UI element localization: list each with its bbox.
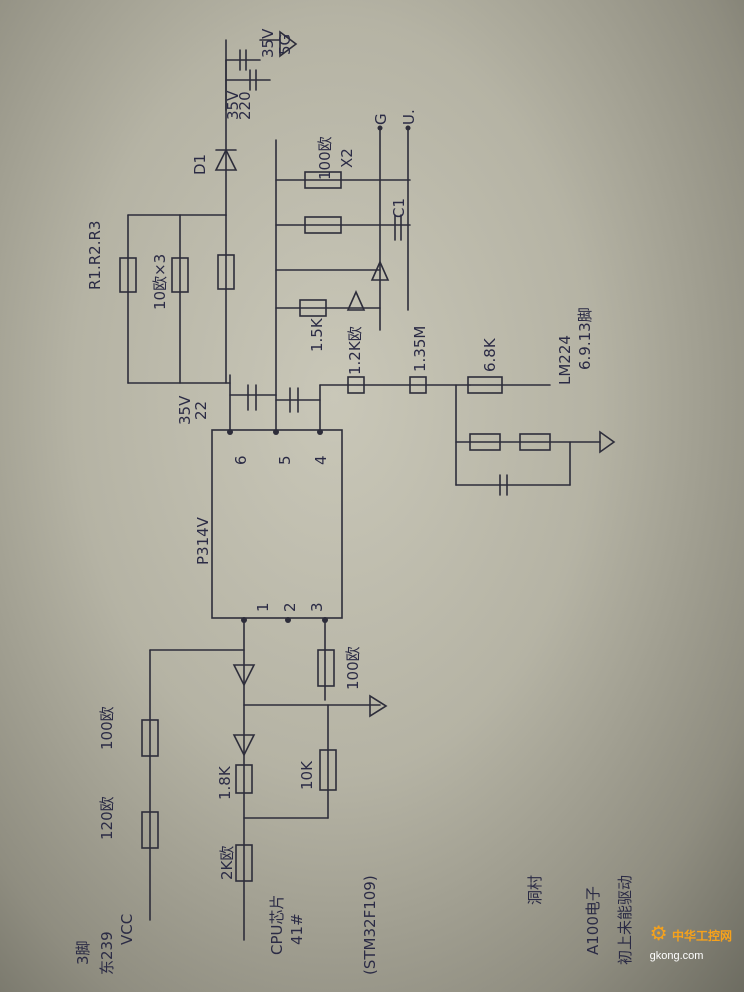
r-135m-label: 1.35M bbox=[411, 326, 429, 372]
r-10k-label: 10K bbox=[298, 760, 316, 790]
r-120-label: 120欧 bbox=[98, 796, 116, 840]
watermark-cn: 中华工控网 bbox=[671, 929, 732, 943]
pin3-label: 3 bbox=[308, 602, 326, 612]
resistor-100-x2 bbox=[304, 171, 342, 189]
note-3: 初上未能驱动 bbox=[616, 875, 634, 965]
resistor-div1 bbox=[469, 433, 501, 451]
diode bbox=[232, 734, 256, 757]
terminal-u bbox=[405, 125, 411, 131]
out-g-label: G bbox=[372, 113, 390, 125]
pins-note2: 3脚 bbox=[74, 940, 92, 965]
r-68k-label: 6.8K bbox=[481, 337, 499, 372]
x2-label: X2 bbox=[338, 148, 356, 168]
resistor-r1 bbox=[119, 257, 137, 293]
gear-icon: ⚙ bbox=[649, 923, 668, 945]
r-100-pin3-label: 100欧 bbox=[344, 646, 362, 690]
top-5g: 5G bbox=[276, 34, 294, 55]
resistor-12k bbox=[347, 376, 365, 394]
r-100-top-label: 100欧 bbox=[98, 706, 116, 750]
resistor-68k bbox=[467, 376, 503, 394]
pin-dot bbox=[227, 429, 233, 435]
zener-diode bbox=[346, 290, 366, 311]
resistor-r3 bbox=[171, 257, 189, 293]
diode bbox=[232, 664, 256, 687]
pin4-label: 4 bbox=[312, 455, 330, 465]
vcc-label: VCC bbox=[118, 914, 136, 945]
terminal-g bbox=[377, 125, 383, 131]
ground-symbol bbox=[369, 694, 388, 718]
resistor-100-x2b bbox=[304, 216, 342, 234]
resistor-div2 bbox=[519, 433, 551, 451]
pin6-label: 6 bbox=[232, 455, 250, 465]
r-2k-label: 2K欧 bbox=[218, 846, 236, 880]
watermark: ⚙ 中华工控网 gkong.com bbox=[650, 921, 732, 964]
r-18k-label: 1.8K bbox=[216, 765, 234, 800]
cpu-pin-label: 41# bbox=[288, 913, 306, 945]
cap-22-label: 22 bbox=[192, 401, 210, 420]
pin5-label: 5 bbox=[276, 455, 294, 465]
resistor-100-pin3 bbox=[317, 649, 335, 687]
cap-35v-label: 35V bbox=[176, 395, 194, 425]
lm-pins-label: 6.9.13脚 bbox=[576, 307, 594, 370]
r-100x3-label: 10欧×3 bbox=[151, 254, 169, 310]
resistor-120 bbox=[141, 811, 159, 849]
resistor-100-top bbox=[141, 719, 159, 757]
watermark-url: gkong.com bbox=[649, 950, 704, 962]
pin-dot bbox=[241, 617, 247, 623]
note-2: A100电子 bbox=[584, 886, 602, 955]
resistor-2k bbox=[235, 844, 253, 882]
diode bbox=[370, 260, 390, 281]
r1r2r3-label: R1.R2.R3 bbox=[86, 221, 104, 290]
c1-label: C1 bbox=[390, 198, 408, 218]
pin2-label: 2 bbox=[281, 602, 299, 612]
pin-dot bbox=[317, 429, 323, 435]
resistor-135m bbox=[409, 376, 427, 394]
d1-label: D1 bbox=[191, 154, 209, 175]
out-u-label: U. bbox=[400, 109, 418, 125]
pin-dot bbox=[273, 429, 279, 435]
pins-note: 东239 bbox=[98, 931, 116, 975]
cap-top-35v: 35V bbox=[224, 90, 242, 120]
top-35v: 35V bbox=[259, 28, 277, 58]
resistor-15k bbox=[299, 299, 327, 317]
r-12k-label: 1.2K欧 bbox=[346, 326, 364, 375]
pin-dot bbox=[285, 617, 291, 623]
pin1-label: 1 bbox=[254, 602, 272, 612]
stm-label: (STM32F109) bbox=[361, 875, 379, 975]
cpu-label: CPU芯片 bbox=[268, 895, 286, 956]
r-100-x2-label: 100欧 bbox=[316, 136, 334, 180]
note-1: 洞村 bbox=[526, 875, 544, 905]
pin-dot bbox=[322, 617, 328, 623]
resistor-18k bbox=[235, 764, 253, 794]
resistor-mid bbox=[217, 254, 235, 290]
diode-d1 bbox=[214, 148, 238, 171]
r-15k-label: 1.5K bbox=[308, 317, 326, 352]
ground-symbol bbox=[599, 430, 616, 454]
lm224-label: LM224 bbox=[556, 335, 574, 385]
cap-top-220: 220 bbox=[236, 91, 254, 120]
ground-symbol bbox=[279, 30, 298, 58]
ic-label: P314V bbox=[194, 516, 212, 565]
